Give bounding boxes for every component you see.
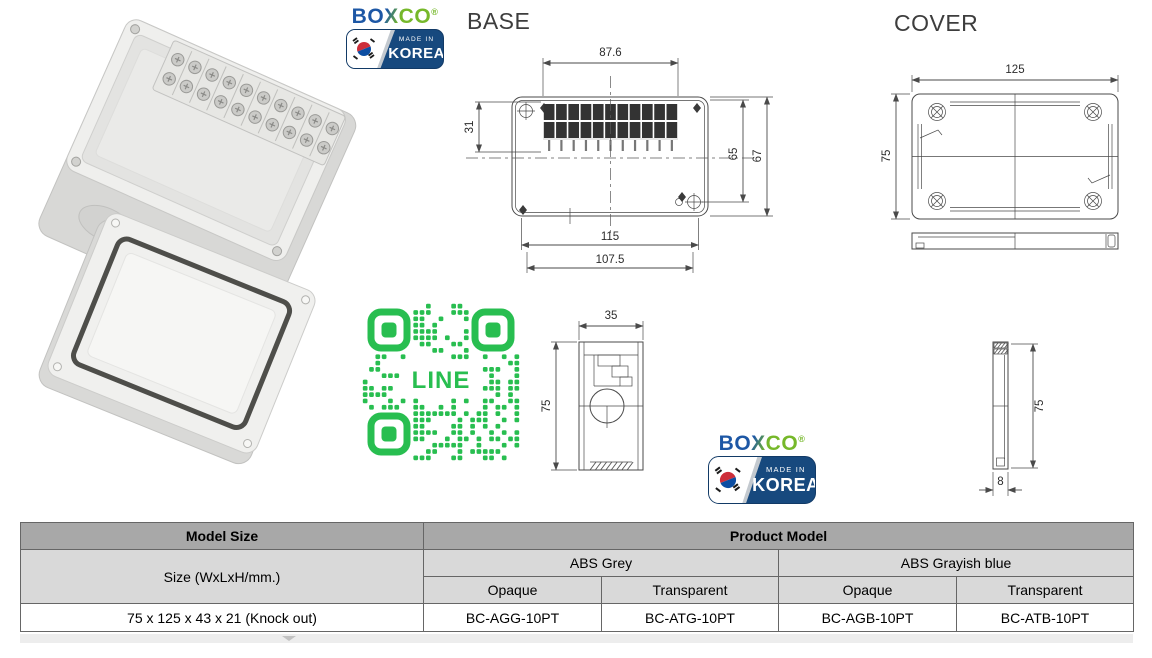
gasket-seal: [70, 236, 293, 430]
dimension-label: 31: [464, 121, 476, 134]
cell-model-number: BC-AGG-10PT: [423, 603, 602, 632]
base-front-drawing: 87.6 31 65 67 115 107.5: [464, 47, 773, 273]
line-label: LINE: [412, 367, 471, 394]
cell-model-number: BC-ATB-10PT: [955, 603, 1135, 632]
spec-table: Model Size Product Model Size (WxLxH/mm.…: [20, 522, 1135, 632]
dimension-label: 8: [997, 476, 1003, 488]
screw-symbol: [928, 192, 946, 210]
dimension-label: 75: [881, 150, 893, 163]
screw-symbol: [1084, 103, 1102, 121]
cell-size-label: Size (WxLxH/mm.): [20, 549, 424, 604]
cell-finish: Opaque: [423, 576, 602, 604]
cell-model-number: BC-AGB-10PT: [778, 603, 957, 632]
cover-profile: [911, 232, 1119, 250]
screw-symbol: [1084, 192, 1102, 210]
cell-material-abs-grey: ABS Grey: [423, 549, 779, 577]
brand-logo-bottom: BOXCO® MADE IN KOREA: [708, 433, 816, 504]
dimension-label: 107.5: [596, 254, 625, 266]
base-title: BASE: [467, 8, 531, 34]
dimension-label: 75: [1034, 400, 1046, 413]
cell-model-number: BC-ATG-10PT: [601, 603, 779, 632]
korea-flag-icon: [352, 37, 376, 60]
photo-cover: [38, 213, 316, 465]
dimension-label: 115: [601, 231, 619, 243]
header-model-size: Model Size: [20, 522, 424, 550]
korea-label: KOREA: [388, 44, 444, 62]
screw-symbol: [928, 103, 946, 121]
made-in-label: MADE IN: [398, 36, 435, 44]
dimension-label: 65: [728, 148, 740, 161]
dimension-label: 125: [1005, 64, 1024, 76]
mount-hole: [111, 218, 121, 228]
cover-side-drawing: 75 8: [979, 341, 1046, 496]
made-in-label: MADE IN: [766, 465, 806, 475]
dimension-label: 35: [605, 310, 618, 322]
terminal-block-drawing: [543, 104, 678, 151]
header-product-model: Product Model: [422, 522, 1135, 550]
korea-flag-icon: [714, 466, 741, 493]
corner-screw: [272, 246, 283, 257]
korea-label: KOREA: [752, 474, 816, 495]
terminal-block: [152, 40, 346, 166]
brand-logo-top: BOXCO® MADE IN KOREA: [346, 6, 444, 69]
table-shadow-strip: [20, 634, 1133, 643]
dimension-label: 67: [752, 150, 764, 163]
qr-finder: [367, 308, 411, 352]
cover-front-drawing: 125 75: [881, 64, 1119, 250]
dimension-label: 87.6: [599, 47, 621, 59]
line-qr-code: LINE: [362, 303, 520, 461]
base-side-drawing: 35 75: [541, 310, 644, 471]
chevron-mark: [282, 636, 296, 641]
screw-symbol: [675, 193, 703, 211]
cell-size-value: 75 x 125 x 43 x 21 (Knock out): [20, 603, 424, 632]
qr-finder: [367, 412, 411, 456]
boxco-logo: BOXCO®: [718, 432, 806, 455]
screw-symbol: [517, 102, 535, 120]
hatch-cap: [993, 342, 1009, 355]
cell-finish: Opaque: [778, 576, 957, 604]
mount-hole: [52, 362, 62, 372]
made-in-korea-badge: MADE IN KOREA: [346, 29, 444, 69]
mount-hole: [243, 439, 253, 449]
qr-modules: [362, 303, 520, 461]
hatch-foot: [589, 461, 634, 471]
cell-finish: Transparent: [955, 576, 1135, 604]
cell-finish: Transparent: [601, 576, 779, 604]
product-photo: [38, 19, 357, 465]
made-in-korea-badge: MADE IN KOREA: [708, 456, 816, 504]
mount-hole: [301, 295, 311, 305]
cover-title: COVER: [894, 10, 979, 36]
qr-finder: [471, 308, 515, 352]
corner-screw: [130, 24, 141, 35]
boxco-logo: BOXCO®: [351, 5, 439, 28]
cell-material-abs-grayish-blue: ABS Grayish blue: [777, 549, 1135, 577]
corner-screw: [71, 156, 82, 167]
dimension-label: 75: [541, 400, 553, 413]
